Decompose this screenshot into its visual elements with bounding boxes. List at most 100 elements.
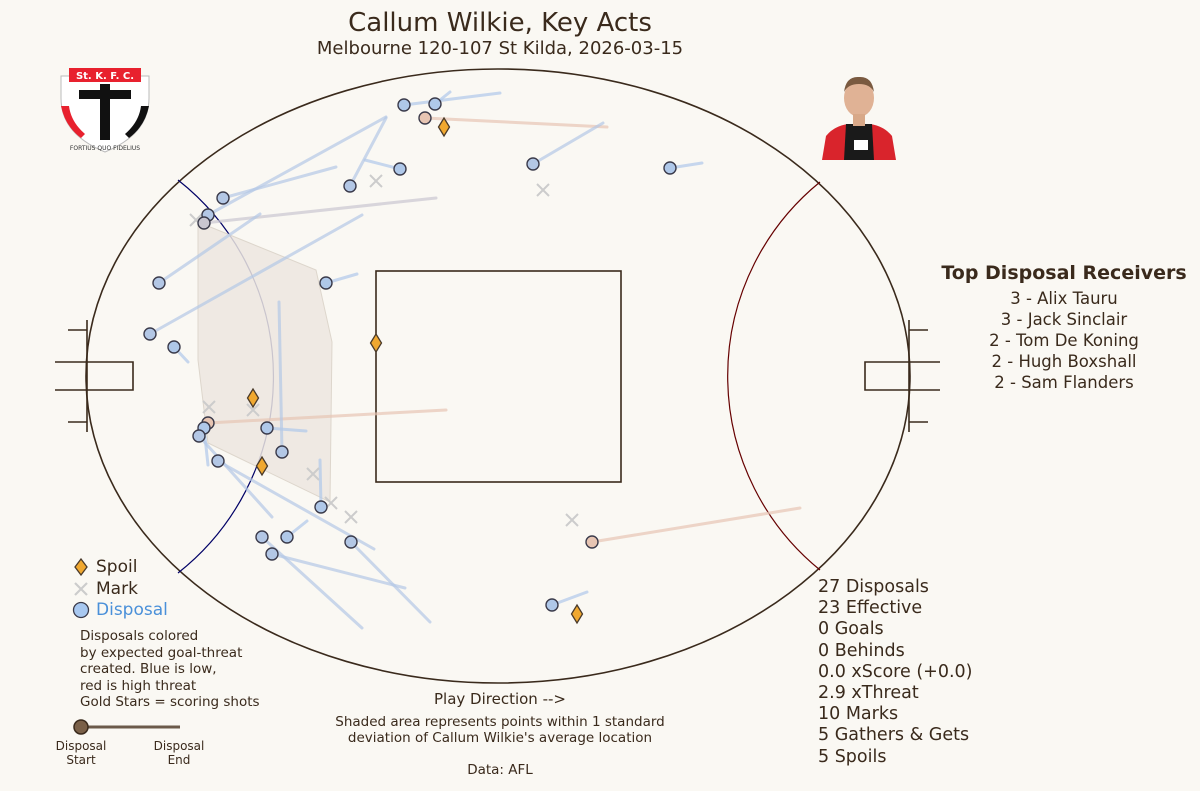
disposal-point (343, 179, 357, 193)
spoil-diamond (255, 455, 269, 477)
disposal-point (260, 421, 274, 435)
mark-cross (369, 174, 383, 188)
spoil-diamond (369, 332, 383, 354)
legend-note: Disposals colored by expected goal-threa… (80, 628, 300, 711)
disposal-lines-layer (148, 90, 802, 630)
chart-subtitle: Melbourne 120-107 St Kilda, 2026-03-15 (316, 38, 684, 59)
right-50m-arc (727, 181, 821, 571)
disposal-point (545, 598, 559, 612)
disposal-point (152, 276, 166, 290)
stat-item: 23 Effective (818, 598, 923, 619)
disposal-point (397, 98, 411, 112)
data-source: Data: AFL (467, 762, 533, 778)
spoil-diamond (246, 387, 260, 409)
stat-item: 27 Disposals (818, 577, 929, 597)
legend-note-line: Gold Stars = scoring shots (80, 694, 260, 710)
disposal-point (585, 535, 599, 549)
mark-cross (306, 467, 320, 481)
stat-item: 5 Spoils (818, 746, 887, 767)
receiver-item: 2 - Sam Flanders (994, 373, 1134, 392)
chart-title: Callum Wilkie, Key Acts (348, 8, 652, 38)
receivers-title: Top Disposal Receivers (941, 262, 1187, 284)
disposal-key-end-label: Disposal End (144, 739, 214, 767)
disposal-line (157, 212, 262, 285)
disposal-point (265, 547, 279, 561)
disposal-point (319, 276, 333, 290)
disposal-point (275, 445, 289, 459)
legend-note-line: red is high threat (80, 677, 197, 694)
disposal-line (148, 213, 364, 336)
disposal-line (402, 91, 502, 107)
mark-cross (246, 403, 260, 417)
disposal-circle-icon (72, 601, 90, 619)
key-start-line: Start (66, 753, 96, 767)
legend-disposal: Disposal (72, 600, 168, 620)
disposal-point (192, 429, 206, 443)
disposal-line (349, 540, 432, 624)
shade-note: Shaded area represents points within 1 s… (300, 714, 700, 746)
receiver-item: 3 - Alix Tauru (1010, 289, 1118, 308)
shade-note-line: Shaded area represents points within 1 s… (335, 714, 665, 730)
disposal-key-start-dot (73, 719, 89, 735)
stat-item: 2.9 xThreat (818, 683, 919, 704)
right-goal-square (864, 361, 909, 391)
spoils-layer (246, 116, 584, 625)
receiver-item: 2 - Hugh Boxshall (991, 352, 1137, 371)
legend-spoil-label: Spoil (96, 557, 138, 577)
receiver-item: 3 - Jack Sinclair (1000, 310, 1128, 329)
disposal-line (206, 408, 448, 425)
spoil-diamond (570, 603, 584, 625)
stats-list: 27 Disposals 23 Effective 0 Goals 0 Behi… (818, 577, 972, 768)
stat-item: 0 Behinds (818, 640, 905, 661)
disposal-line (260, 535, 364, 630)
disposal-point (255, 530, 269, 544)
disposal-line (202, 196, 438, 225)
disposal-line (531, 121, 605, 166)
disposal-point (393, 162, 407, 176)
legend-mark-label: Mark (96, 579, 138, 599)
logo-text: St. K. F. C. (76, 71, 134, 82)
mark-cross (202, 400, 216, 414)
stat-item: 0.0 xScore (+0.0) (818, 661, 973, 682)
disposal-point (344, 535, 358, 549)
spoil-diamond (437, 116, 451, 138)
disposal-line (348, 116, 388, 188)
mark-cross-icon (74, 582, 88, 596)
disposal-point (663, 161, 677, 175)
left-goal-square (87, 361, 134, 391)
logo-motto: FORTIUS QUO FIDELIUS (70, 145, 140, 152)
disposal-line (590, 506, 802, 544)
player-photo (822, 76, 896, 160)
disposal-point (211, 454, 225, 468)
disposal-line (423, 116, 609, 129)
play-direction: Play Direction --> (434, 690, 566, 708)
centre-square (375, 270, 622, 483)
legend-note-line: created. Blue is low, (80, 661, 217, 677)
stat-item: 10 Marks (818, 704, 899, 725)
shade-note-line: deviation of Callum Wilkie's average loc… (347, 730, 653, 746)
disposal-point (280, 530, 294, 544)
disposal-points-layer (143, 97, 677, 612)
stat-item: 0 Goals (818, 619, 884, 640)
disposal-key-start-label: Disposal Start (46, 739, 116, 767)
top-receivers: Top Disposal Receivers 3 - Alix Tauru 3 … (930, 262, 1198, 393)
legend-spoil: Spoil (72, 557, 137, 577)
disposal-line (221, 165, 338, 200)
disposal-key (73, 719, 180, 735)
receiver-item: 2 - Tom De Koning (989, 331, 1139, 350)
disposal-line (318, 458, 323, 509)
spoil-diamond-icon (74, 558, 88, 576)
disposal-point (167, 340, 181, 354)
disposal-line (206, 115, 388, 217)
key-end-line: Disposal (153, 739, 205, 753)
key-start-line: Disposal (55, 739, 107, 753)
disposal-point (197, 216, 211, 230)
stat-item: 5 Gathers & Gets (818, 725, 970, 746)
disposal-point (428, 97, 442, 111)
disposal-line (197, 434, 274, 519)
disposal-point (526, 157, 540, 171)
club-logo: St. K. F. C. FORTIUS QUO FIDELIUS (60, 68, 150, 153)
legend-mark: Mark (72, 579, 138, 599)
disposal-point (314, 500, 328, 514)
